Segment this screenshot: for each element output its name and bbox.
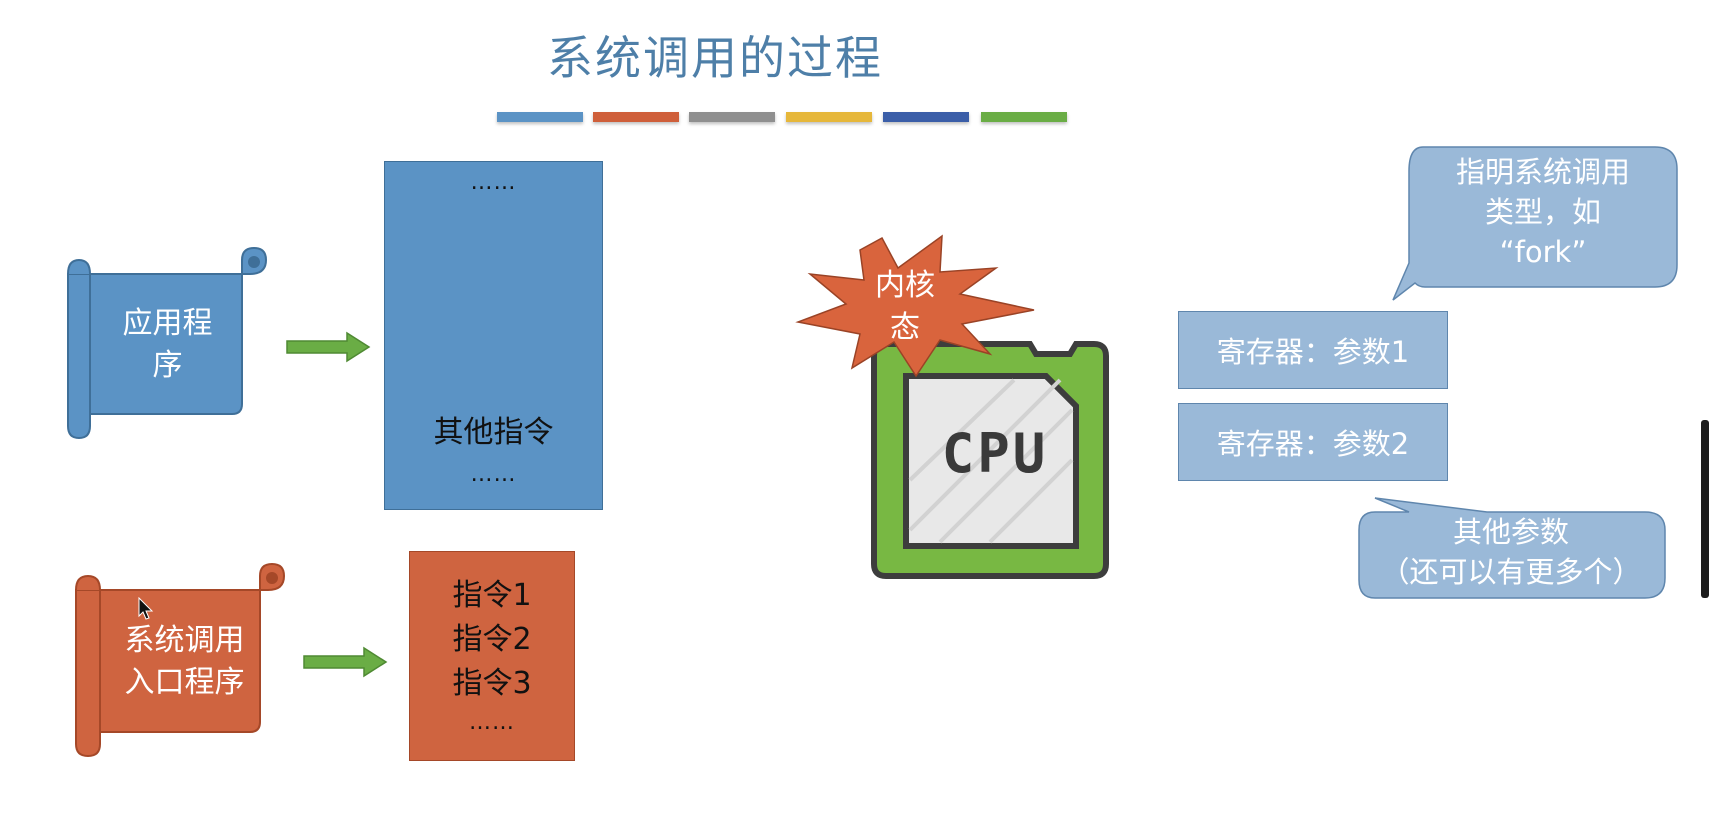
- color-bar-segment: [593, 112, 679, 122]
- instruction-1: 指令1: [452, 578, 532, 613]
- kernel-mode-label: 内核 态: [875, 268, 935, 345]
- ellipsis-bottom: ……: [470, 462, 517, 487]
- cpu-label: CPU: [941, 422, 1049, 485]
- color-bar-segment: [497, 112, 583, 122]
- app-instruction-block: …… 其他指令 ……: [384, 161, 603, 510]
- kernel-mode-starburst-icon: [795, 234, 1035, 378]
- ellipsis: ……: [469, 710, 515, 735]
- ellipsis-top: ……: [470, 170, 517, 195]
- syscall-instruction-block: 指令1 指令2 指令3 ……: [409, 551, 575, 761]
- callout-type-text: 指明系统调用 类型，如 “fork”: [1455, 155, 1630, 269]
- callout-type-bubble-icon: [1392, 146, 1678, 301]
- register-param-1: 寄存器：参数1: [1178, 311, 1448, 389]
- app-program-scroll-icon: [67, 246, 268, 440]
- register-param-2: 寄存器：参数2: [1178, 403, 1448, 481]
- callout-other-bubble-icon: [1358, 497, 1666, 599]
- color-bar-segment: [981, 112, 1067, 122]
- mouse-cursor-icon: [138, 597, 154, 620]
- window-edge-scrollbar[interactable]: [1701, 420, 1709, 598]
- color-bar-segment: [689, 112, 775, 122]
- page-title: 系统调用的过程: [547, 31, 883, 85]
- instruction-3: 指令3: [452, 666, 532, 701]
- callout-other-text: 其他参数 （还可以有更多个）: [1380, 515, 1642, 589]
- app-program-label: 应用程 序: [122, 306, 213, 383]
- arrow-right-icon: [286, 331, 371, 363]
- cpu-chip-icon: [871, 341, 1109, 579]
- other-instructions-label: 其他指令: [433, 415, 554, 450]
- instruction-2: 指令2: [452, 622, 532, 657]
- arrow-right-icon: [303, 646, 388, 678]
- color-bar-segment: [883, 112, 969, 122]
- syscall-entry-label: 系统调用 入口程序: [124, 623, 245, 700]
- color-bar-segment: [786, 112, 872, 122]
